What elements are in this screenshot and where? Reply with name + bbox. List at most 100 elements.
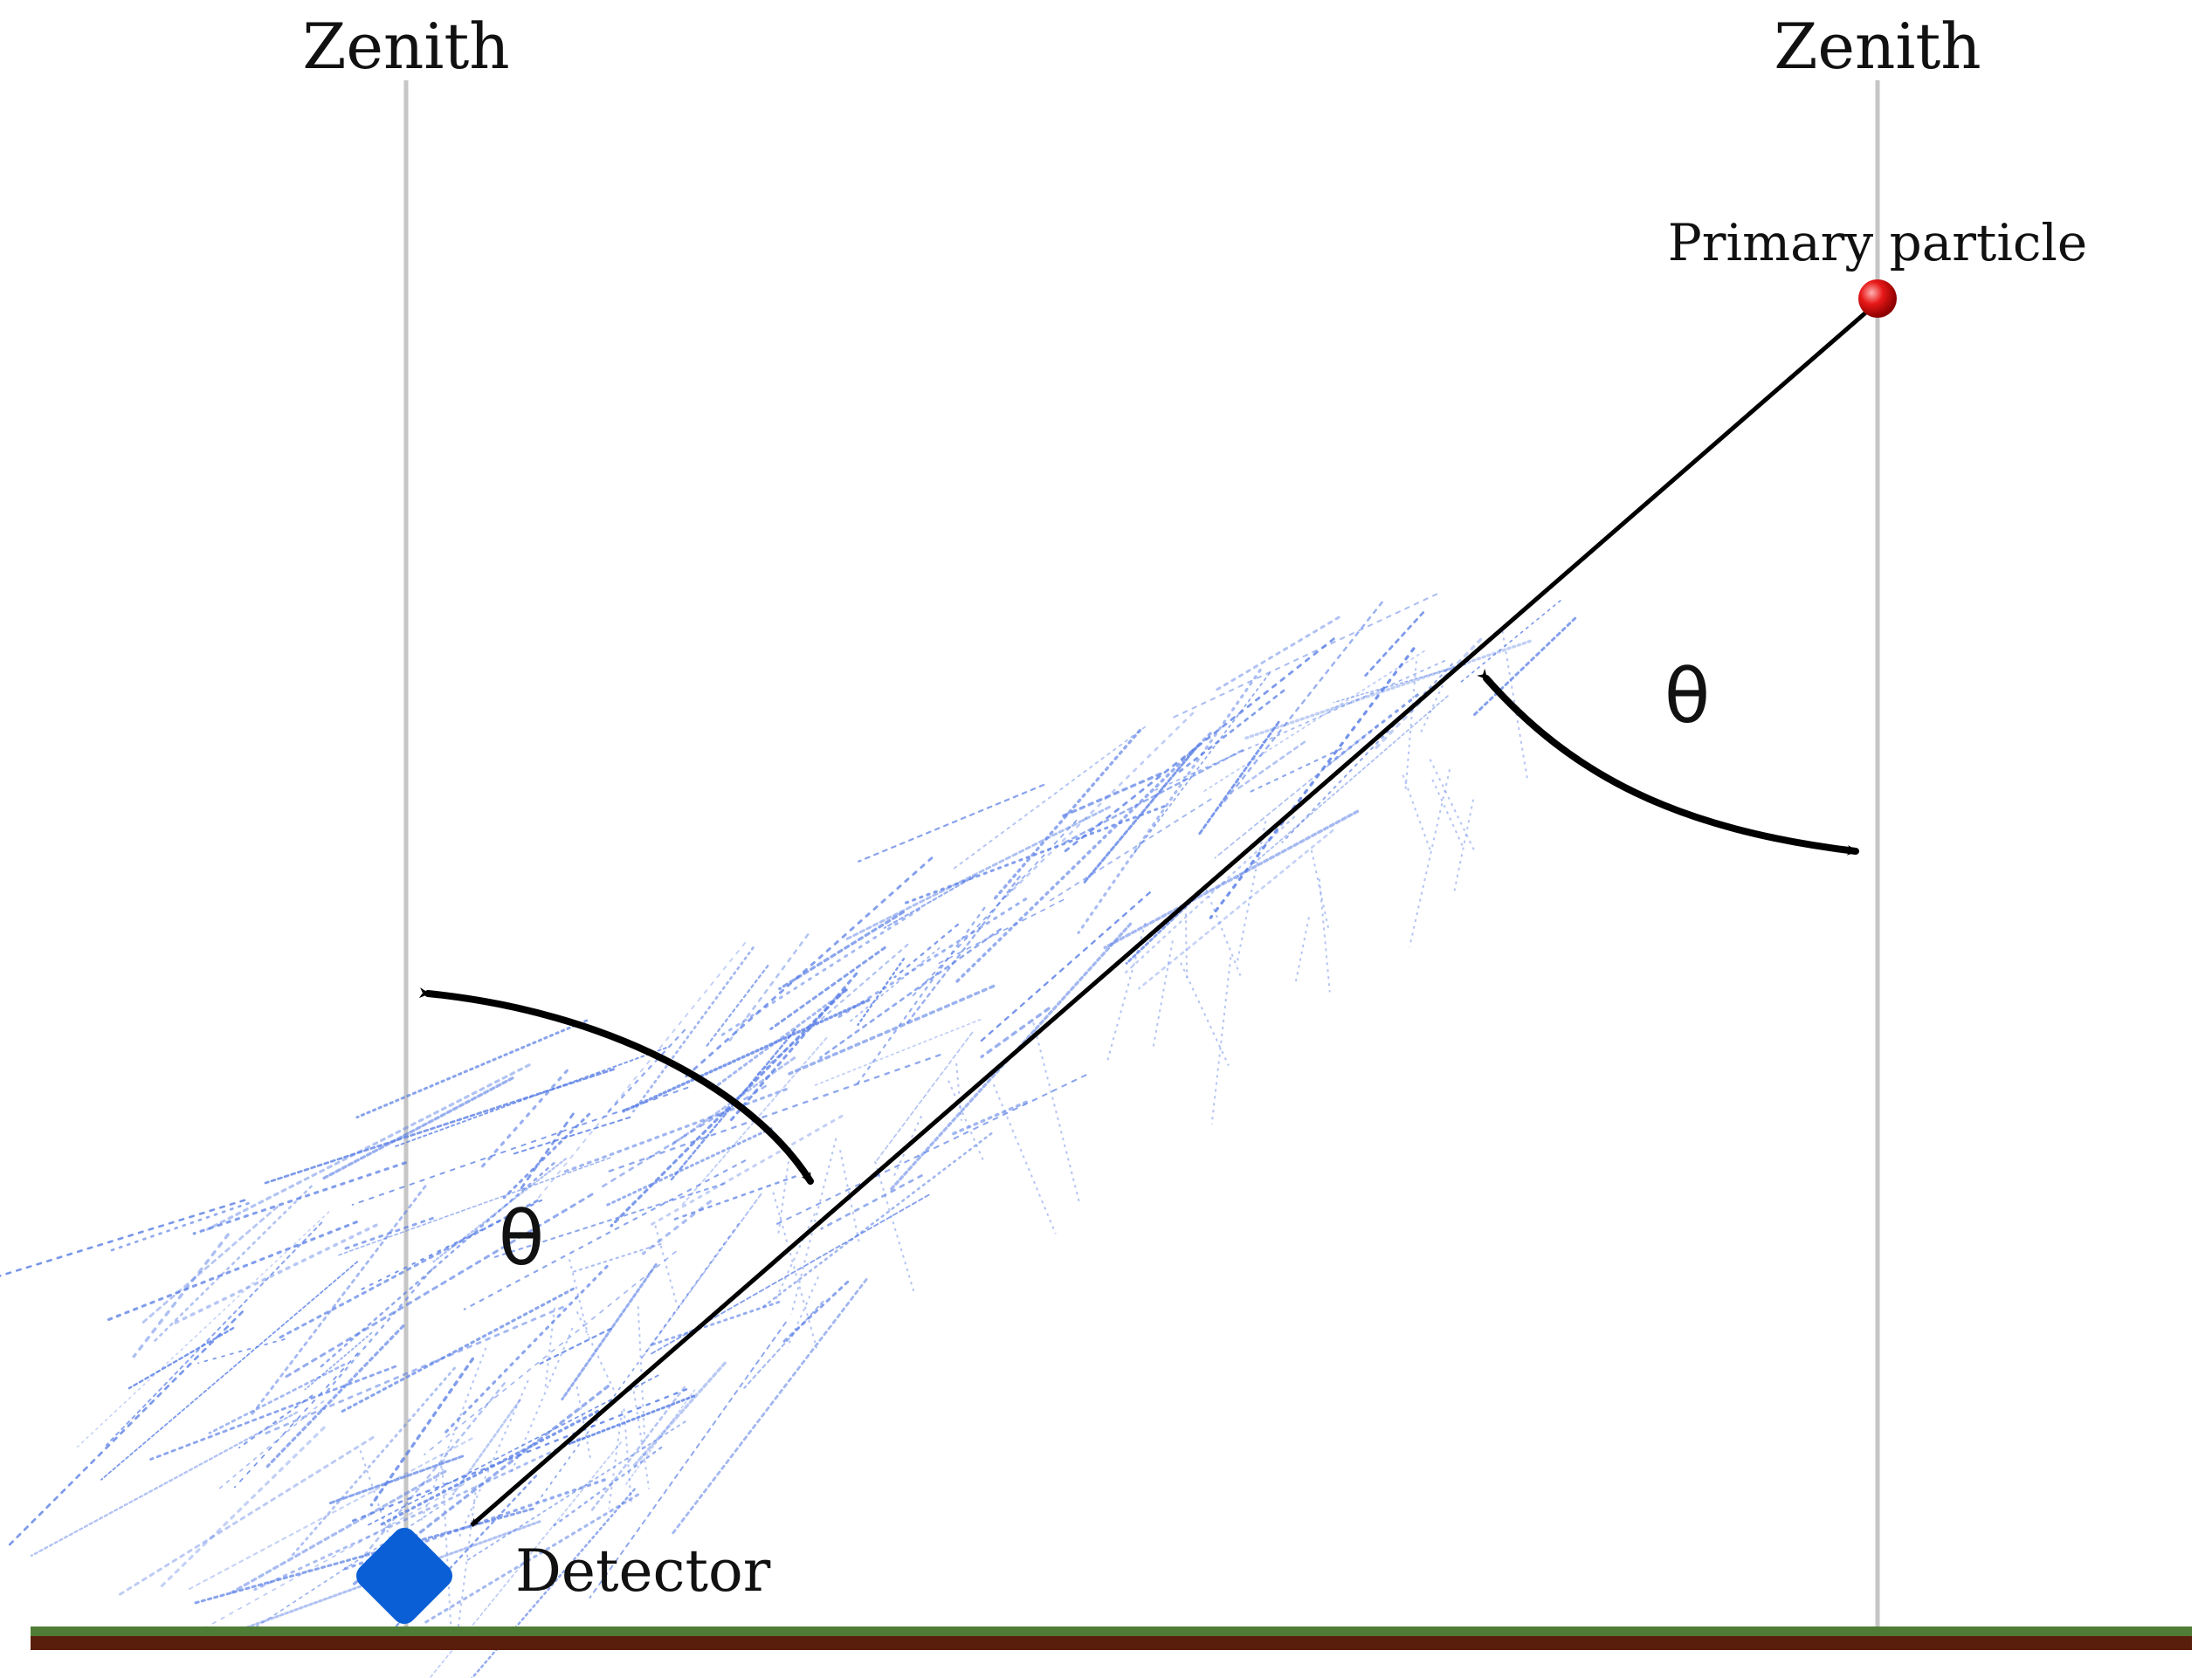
shower-track — [1212, 615, 1340, 693]
shower-track — [670, 1278, 868, 1537]
shower-track — [141, 1206, 279, 1324]
shower-track — [1123, 815, 1296, 975]
shower-track — [977, 891, 1151, 1044]
shower-track — [238, 1394, 314, 1449]
shower-track — [1103, 809, 1360, 950]
shower-track — [233, 1352, 359, 1489]
ground-grass — [31, 1626, 2192, 1636]
shower-track — [553, 1446, 663, 1527]
shower-track — [323, 1268, 433, 1396]
shower-track — [253, 1437, 582, 1592]
particle-shower-tracks — [0, 593, 1577, 1678]
primary-particle-label: Primary particle — [1668, 213, 2087, 272]
shower-track — [1310, 849, 1330, 932]
shower-track — [105, 1221, 323, 1447]
shower-track — [261, 1305, 564, 1436]
shower-track — [371, 1475, 538, 1654]
shower-track — [819, 928, 1002, 1059]
shower-track — [183, 1483, 465, 1640]
detector-icon — [355, 1527, 453, 1625]
shower-track — [231, 1469, 447, 1594]
shower-track — [992, 1083, 1057, 1234]
shower-track — [509, 1327, 574, 1476]
shower-track — [743, 1300, 824, 1389]
shower-track — [317, 1162, 555, 1370]
shower-track — [457, 1379, 529, 1541]
shower-track — [1324, 693, 1419, 768]
shower-track — [953, 732, 1212, 986]
shower-track — [443, 1264, 609, 1435]
shower-track — [208, 1363, 346, 1434]
shower-track — [648, 1301, 781, 1347]
shower-track — [670, 1175, 796, 1222]
shower-track — [264, 1068, 616, 1185]
shower-track — [1106, 922, 1147, 1063]
shower-track — [1209, 647, 1416, 919]
shower-track — [216, 1400, 325, 1492]
shower-track — [1032, 1022, 1081, 1206]
shower-track — [1235, 695, 1449, 880]
shower-track — [1219, 601, 1383, 808]
shower-track — [949, 1100, 1028, 1137]
shower-track — [1059, 772, 1162, 819]
shower-track — [451, 1399, 521, 1496]
shower-track — [786, 1276, 820, 1348]
shower-track — [575, 1310, 617, 1395]
shower-track — [1244, 639, 1532, 740]
shower-track — [419, 1347, 487, 1523]
shower-track — [558, 1088, 788, 1175]
shower-track — [376, 1409, 600, 1528]
shower-track — [1214, 724, 1380, 859]
shower-track — [1236, 821, 1267, 966]
shower-track — [423, 1493, 640, 1625]
shower-track — [149, 1365, 397, 1461]
shower-track — [850, 947, 941, 1022]
zenith-label-right: Zenith — [1774, 10, 1981, 83]
shower-track — [1058, 637, 1335, 856]
shower-track — [772, 1192, 818, 1349]
shower-track — [289, 1366, 456, 1558]
shower-track — [190, 1507, 534, 1606]
shower-track — [1168, 593, 1438, 721]
shower-track — [1402, 774, 1431, 850]
shower-track — [934, 898, 1065, 966]
shower-track — [788, 984, 996, 1076]
shower-track — [906, 876, 1021, 1025]
shower-track — [631, 1361, 727, 1469]
shower-track — [1419, 684, 1444, 735]
shower-track — [327, 1454, 465, 1506]
shower-track — [761, 1132, 993, 1309]
shower-track — [1003, 712, 1195, 900]
shower-track — [440, 1454, 453, 1641]
shower-track — [304, 1331, 373, 1391]
shower-track — [1404, 661, 1417, 793]
shower-track — [1318, 878, 1331, 993]
ground-soil — [31, 1635, 2192, 1650]
shower-track — [510, 1116, 631, 1156]
shower-track — [839, 1150, 860, 1243]
primary-particle-icon — [1858, 279, 1897, 318]
shower-track — [275, 1199, 539, 1341]
shower-track — [820, 1174, 923, 1230]
shower-track — [151, 1185, 313, 1344]
shower-track — [1138, 829, 1334, 990]
shower-track — [265, 1324, 405, 1468]
shower-track — [132, 1233, 230, 1358]
shower-track — [106, 1201, 250, 1254]
shower-track — [727, 972, 858, 1124]
shower-track — [1373, 637, 1483, 751]
shower-track — [1047, 798, 1212, 903]
shower-track — [857, 958, 906, 1026]
shower-track — [284, 1193, 594, 1379]
shower-track — [1364, 611, 1425, 677]
shower-track — [463, 1159, 747, 1310]
shower-track — [589, 1321, 787, 1599]
shower-axis-arrow — [470, 308, 1871, 1527]
shower-track — [466, 1420, 686, 1561]
shower-track — [892, 1115, 923, 1179]
shower-track — [1184, 906, 1189, 979]
shower-track — [544, 1307, 556, 1392]
shower-track — [1281, 663, 1453, 843]
zenith-label-left: Zenith — [302, 10, 509, 83]
